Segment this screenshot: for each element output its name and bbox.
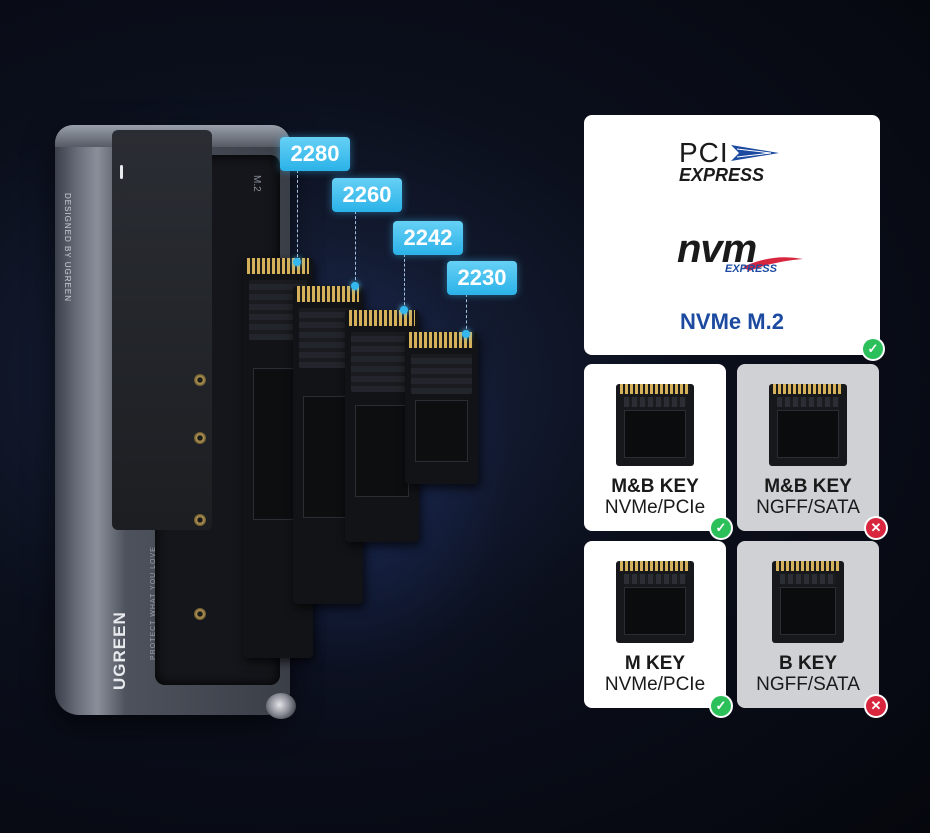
key-title: M&B KEY xyxy=(764,476,852,497)
check-icon: ✓ xyxy=(711,518,731,538)
size-tag-2230: 2230 xyxy=(447,261,517,295)
key-title: M KEY xyxy=(624,653,686,674)
leader-line xyxy=(466,294,467,334)
status-led xyxy=(120,165,123,179)
cross-icon: ✕ xyxy=(866,696,886,716)
key-subtitle: NGFF/SATA xyxy=(756,497,860,518)
key-subtitle: NVMe/PCIe xyxy=(604,674,706,695)
key-subtitle: NGFF/SATA xyxy=(756,674,860,695)
ssd-thumbnail xyxy=(772,561,844,643)
check-icon: ✓ xyxy=(711,696,731,716)
mount-screw xyxy=(194,432,206,444)
enclosure-board xyxy=(112,130,212,530)
nvm-logo-text: nvm xyxy=(677,227,757,271)
size-tag-2260: 2260 xyxy=(332,178,402,212)
marker-dot xyxy=(400,306,408,314)
slot-label: M.2 xyxy=(251,175,262,192)
marker-dot xyxy=(462,330,470,338)
size-tag-2280: 2280 xyxy=(280,137,350,171)
mount-screw xyxy=(194,514,206,526)
key-subtitle: NVMe/PCIe xyxy=(604,497,706,518)
key-title: B KEY xyxy=(778,653,838,674)
nvm-express-logo: nvm EXPRESS xyxy=(677,227,807,277)
marker-dot xyxy=(293,258,301,266)
pci-express-logo: PCI EXPRESS xyxy=(679,137,809,187)
nvm-logo-express: EXPRESS xyxy=(725,263,777,275)
nvm-swoosh-icon xyxy=(743,257,803,271)
loose-screw xyxy=(266,693,296,719)
ssd-thumbnail xyxy=(616,384,694,466)
marker-dot xyxy=(351,282,359,290)
enclosure-slogan: PROTECT WHAT YOU LOVE xyxy=(150,546,157,660)
leader-line xyxy=(404,254,405,310)
key-card: B KEY NGFF/SATA xyxy=(737,541,879,708)
nvme-card: PCI EXPRESS nvm EXPRESS NVMe M.2 xyxy=(584,115,880,355)
leader-line xyxy=(355,211,356,285)
brand-logo: UGREEN xyxy=(110,611,129,690)
key-card: M KEY NVMe/PCIe xyxy=(584,541,726,708)
leader-line xyxy=(297,170,298,262)
cross-icon: ✕ xyxy=(866,518,886,538)
ssd-thumbnail xyxy=(616,561,694,643)
key-title: M&B KEY xyxy=(611,476,699,497)
pci-logo-express: EXPRESS xyxy=(679,165,765,185)
size-tag-2242: 2242 xyxy=(393,221,463,255)
check-icon: ✓ xyxy=(863,339,883,359)
mount-screw xyxy=(194,374,206,386)
ssd-2230 xyxy=(405,332,478,484)
pci-arrow-icon xyxy=(730,145,779,161)
mount-screw xyxy=(194,608,206,620)
key-card: M&B KEY NGFF/SATA xyxy=(737,364,879,531)
ssd-thumbnail xyxy=(769,384,847,466)
pci-logo-text: PCI xyxy=(679,137,729,168)
key-card: M&B KEY NVMe/PCIe xyxy=(584,364,726,531)
enclosure-side-text: DESIGNED BY UGREEN xyxy=(63,193,72,302)
nvme-title: NVMe M.2 xyxy=(680,309,784,334)
